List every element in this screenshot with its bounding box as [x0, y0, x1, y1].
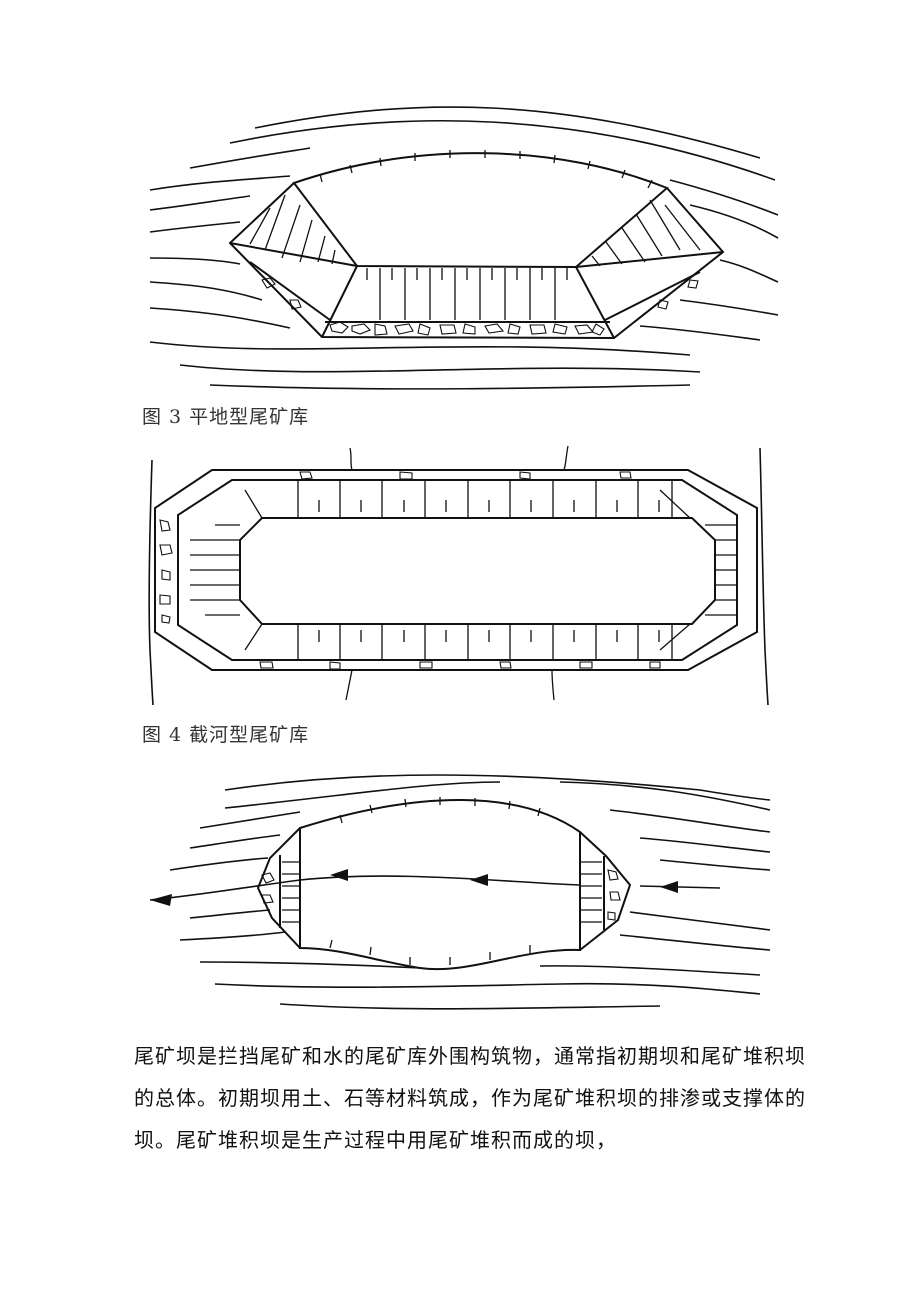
berm-dividers-bottom — [297, 624, 673, 660]
paragraph-line: 尾矿坝是拦挡尾矿和水的尾矿库外围构筑物，通常指初期坝和尾矿堆积坝 — [134, 1044, 806, 1068]
pond-outline-fig5 — [299, 799, 581, 971]
dam-hatching-right — [591, 199, 701, 267]
rockfill-fig4 — [159, 471, 661, 670]
end-slope-hatching — [190, 489, 737, 651]
dam-outer-outline-fig4 — [154, 469, 758, 671]
figure-4-caption: 图 4 截河型尾矿库 — [142, 724, 310, 746]
body-paragraph: 尾矿坝是拦挡尾矿和水的尾矿库外围构筑物，通常指初期坝和尾矿堆积坝 的总体。初期坝… — [134, 1035, 806, 1161]
berm-dividers-top — [297, 480, 673, 518]
pond-inner-outline-fig4 — [239, 517, 716, 625]
figure-3-caption: 图 3 平地型尾矿库 — [142, 406, 310, 428]
terrain-contours-lower — [149, 341, 701, 390]
pond-edge-ticks-fig5 — [329, 797, 541, 965]
beach-edge-ticks — [319, 150, 653, 189]
paragraph-line: 的总体。初期坝用土、石等材料筑成，作为尾矿堆积坝的排渗或支撑体的 — [134, 1086, 806, 1110]
right-dam-fig5 — [579, 831, 632, 951]
dam-second-outline-fig4 — [177, 479, 738, 661]
leader-lines-fig4 — [345, 445, 569, 701]
dam-hatching-fig5 — [282, 861, 602, 923]
figure-3-flatland-tailings-diagram — [149, 106, 779, 390]
dam-hatching-bottom — [366, 268, 568, 320]
rockfill-fig5 — [261, 869, 621, 921]
terrain-contours-upper — [149, 106, 779, 341]
dam-hatching-left — [249, 194, 336, 265]
flow-line-right-fig5 — [639, 885, 721, 889]
flow-line-fig5 — [149, 875, 581, 901]
flow-arrows-fig5 — [150, 869, 678, 906]
terrain-contours-fig5 — [169, 774, 771, 1010]
rockfill-toe — [261, 277, 699, 336]
pond-inner-outline — [292, 152, 669, 269]
left-dam-fig5 — [256, 827, 301, 949]
river-banks — [148, 447, 769, 706]
paragraph-line: 坝。尾矿堆积坝是生产过程中用尾矿堆积而成的坝， — [134, 1128, 617, 1152]
dam-outer-outline — [228, 182, 725, 340]
figure-4-river-closure-tailings-diagram — [148, 445, 769, 706]
figure-5-valley-tailings-diagram — [149, 774, 771, 1010]
dam-slope-lines — [229, 242, 724, 339]
